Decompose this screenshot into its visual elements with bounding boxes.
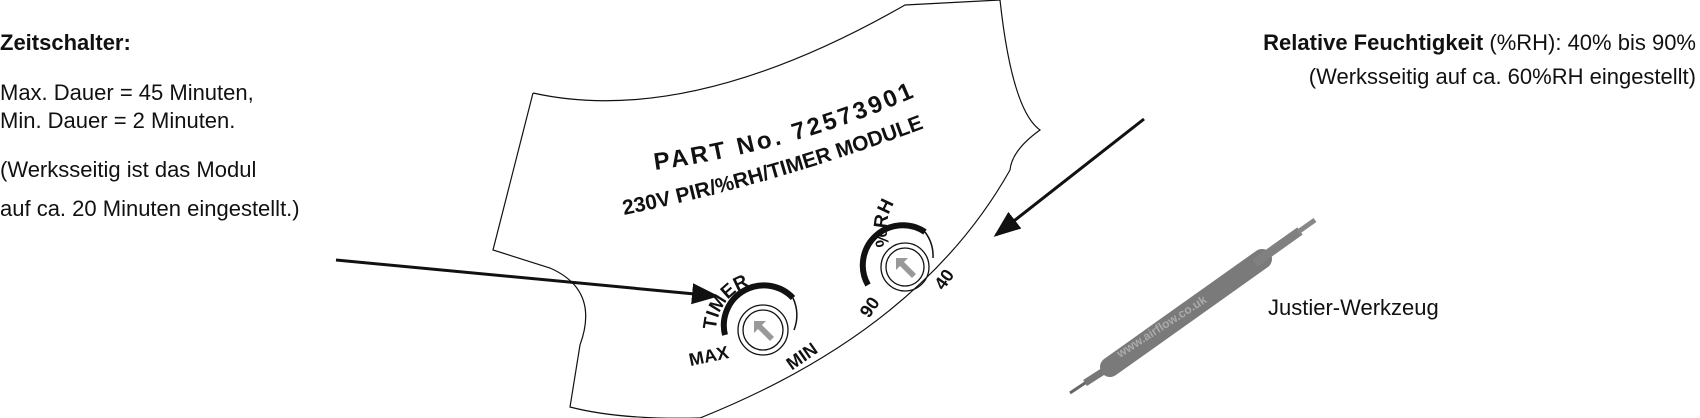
timer-max-label: MAX — [687, 342, 730, 370]
humidity-pointer-arrow — [993, 117, 1145, 237]
humidity-factory-setting: (Werksseitig auf ca. 60%RH eingestellt) — [1308, 64, 1696, 89]
tool-engraving: www.airflow.co.uk — [1113, 292, 1209, 361]
rh-knob-arrow-icon — [896, 258, 916, 278]
humidity-info-title: Relative Feuchtigkeit (%RH): 40% bis 90% — [1263, 30, 1696, 55]
timer-info-title: Zeitschalter: — [0, 30, 131, 55]
timer-min-label: MIN — [783, 339, 822, 374]
timer-factory-setting-2: auf ca. 20 Minuten eingestellt.) — [0, 196, 300, 221]
timer-factory-setting-1: (Werksseitig ist das Modul — [0, 157, 257, 182]
timer-knob-arrow-icon — [754, 321, 774, 341]
timer-dial[interactable]: TIMER MAX MIN — [687, 271, 821, 374]
humidity-dial[interactable]: %RH 90 40 — [856, 191, 958, 321]
tool-caption: Justier-Werkzeug — [1268, 295, 1439, 320]
timer-pointer-arrow — [335, 258, 719, 305]
timer-max-duration: Max. Dauer = 45 Minuten, — [0, 80, 254, 105]
rh-high-label: 90 — [856, 293, 884, 321]
timer-min-duration: Min. Dauer = 2 Minuten. — [0, 108, 236, 133]
